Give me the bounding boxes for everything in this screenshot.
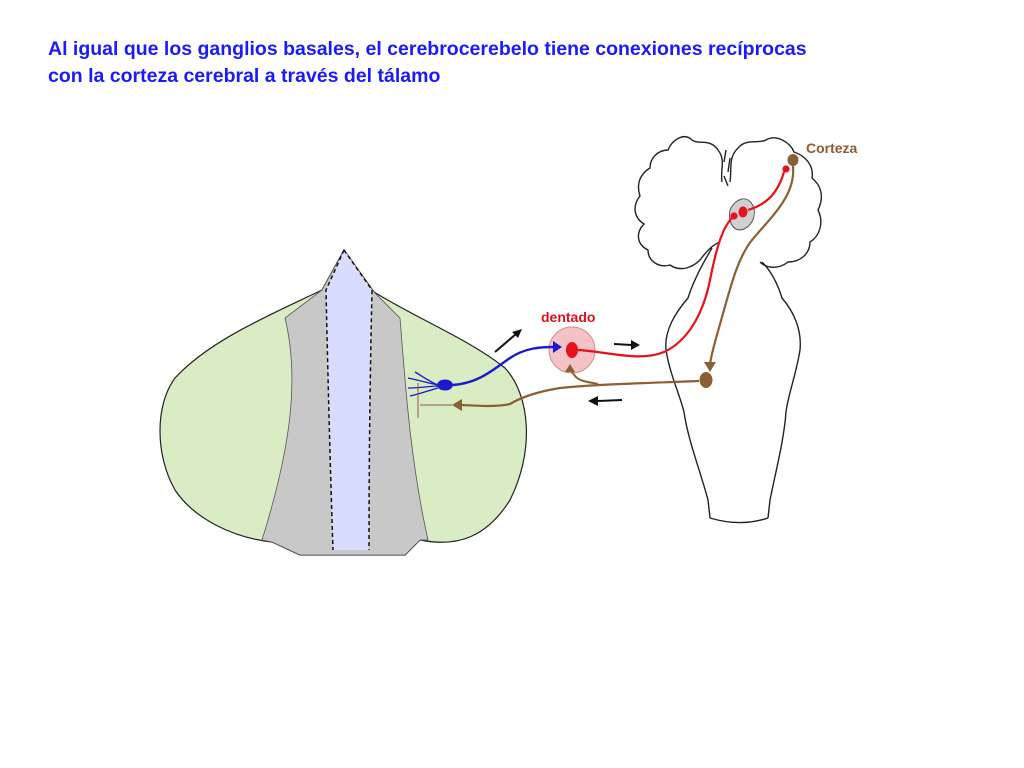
cortico-pontine-terminal — [704, 362, 716, 372]
purkinje-axon-terminal — [553, 341, 562, 353]
midbrain-right-outline — [761, 261, 801, 519]
thalamo-cortical-axon — [747, 171, 786, 212]
purkinje-cell-body — [437, 379, 453, 391]
arrow-left — [588, 396, 623, 406]
cortical-neuron-body — [787, 154, 799, 166]
cerebellum — [159, 248, 528, 556]
slide-title-line-1: Al igual que los ganglios basales, el ce… — [48, 38, 807, 60]
arrow-right — [613, 340, 640, 350]
direction-arrows — [494, 329, 640, 406]
thalamic-neuron-body — [738, 206, 748, 218]
cortico-ponto-cerebellar-pathway — [417, 154, 799, 418]
purkinje-axon — [452, 345, 554, 387]
label-corteza: Corteza — [806, 140, 858, 156]
slide-title-line-2: con la corteza cerebral a través del tál… — [48, 65, 441, 87]
cerebrum-right-hemisphere-outline — [729, 137, 823, 268]
pontine-neuron-body — [699, 372, 713, 388]
pontine-collateral-terminal — [565, 364, 575, 372]
cortico-pontine-axon — [708, 165, 795, 365]
slide-title: Al igual que los ganglios basales, el ce… — [48, 36, 988, 90]
arrow-up-right — [494, 329, 522, 353]
longitudinal-fissure — [723, 149, 731, 187]
midbrain-left-outline — [665, 247, 713, 519]
vermis-boundary-left — [325, 249, 345, 551]
dentate-neuron-body — [566, 342, 578, 358]
thalamo-cortical-terminal — [782, 165, 790, 173]
mossy-fiber-terminal — [452, 399, 462, 411]
ponto-cerebellar-axon — [461, 379, 700, 408]
cerebellum-vermis — [326, 250, 372, 550]
label-dentado: dentado — [541, 309, 595, 325]
purkinje-to-dentate-pathway — [407, 341, 562, 397]
brain-section — [634, 136, 823, 524]
vermis-boundary-right — [343, 249, 373, 551]
dentato-thalamic-terminal — [730, 212, 738, 220]
dentato-thalamo-cortical-pathway — [566, 165, 790, 358]
purkinje-dendrites — [407, 371, 439, 397]
brainstem-bottom-outline — [709, 517, 769, 524]
cerebrum-left-hemisphere-outline — [634, 136, 723, 270]
dentato-thalamic-axon — [577, 217, 733, 358]
